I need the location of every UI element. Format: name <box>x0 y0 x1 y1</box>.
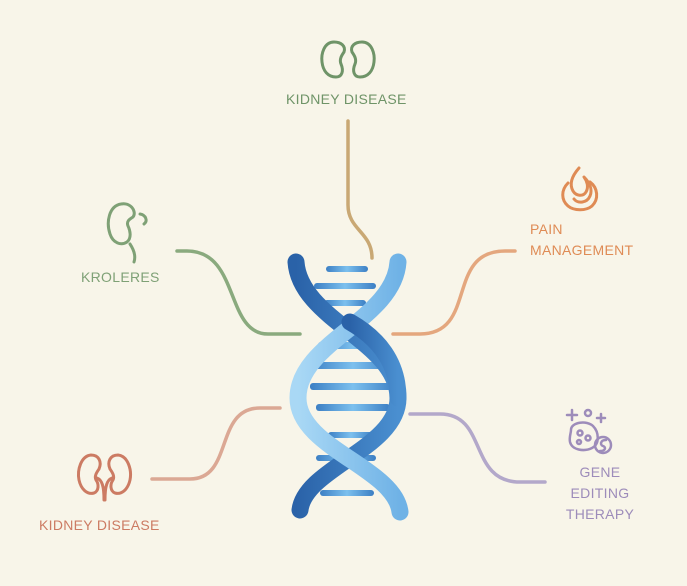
dna-rung <box>316 404 390 411</box>
kidney-icon <box>77 453 132 502</box>
dna-rung <box>314 283 376 289</box>
dna-helix <box>287 253 409 521</box>
node-label-line: GENE <box>579 464 621 480</box>
node-label-line: KROLERES <box>81 269 160 285</box>
kidney-icon <box>106 202 148 264</box>
gene-therapy-icon <box>565 408 613 455</box>
connector-bottom-left <box>150 406 282 481</box>
node-label-line: EDITING <box>570 485 630 501</box>
connector-bottom-right <box>408 412 547 484</box>
kidney-icon <box>320 40 376 79</box>
dna-strand-dark-front <box>341 313 407 407</box>
node-label-top: KIDNEY DISEASE <box>286 88 407 110</box>
node-label-line: KIDNEY DISEASE <box>39 517 160 533</box>
dna-strand-light <box>289 253 409 521</box>
node-label-line: PAIN <box>530 221 563 237</box>
connector-right <box>391 249 517 336</box>
connector-top <box>346 119 374 260</box>
node-label-line: THERAPY <box>565 506 635 522</box>
node-label-bottom-right: GENE EDITING THERAPY <box>550 462 650 525</box>
dna-rung <box>326 266 368 272</box>
flame-icon <box>561 166 599 212</box>
node-label-bottom-left: KIDNEY DISEASE <box>39 514 160 536</box>
node-label-right: PAIN MANAGEMENT <box>530 219 633 261</box>
connector-left <box>175 249 302 336</box>
dna-rung <box>310 383 396 390</box>
node-label-line: MANAGEMENT <box>530 242 634 258</box>
node-label-left: KROLERES <box>81 266 160 288</box>
node-label-line: KIDNEY DISEASE <box>286 91 407 107</box>
dna-rung <box>324 300 366 306</box>
dna-rung <box>320 490 374 496</box>
dna-rung <box>328 432 374 438</box>
